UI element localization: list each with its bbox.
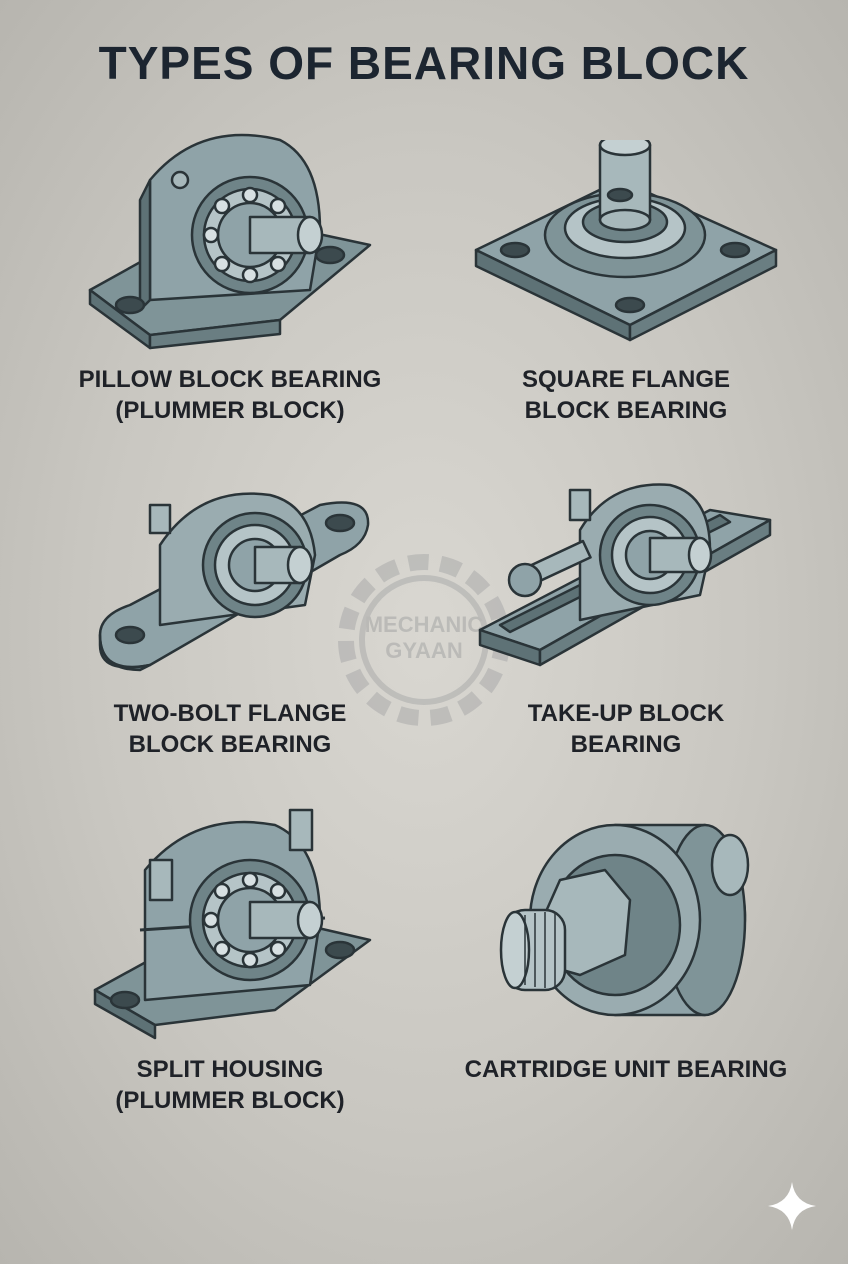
pillow-block-bearing-icon (88, 133, 372, 350)
two-bolt-flange-bearing-icon (98, 492, 370, 672)
sparkle-icon (768, 1182, 816, 1230)
split-housing-bearing-icon (93, 808, 372, 1040)
bearing-label: PILLOW BLOCK BEARING(PLUMMER BLOCK) (78, 366, 382, 424)
watermark-line2: GYAAN (385, 638, 463, 663)
square-flange-bearing-icon (474, 140, 778, 342)
take-up-block-bearing-icon (478, 483, 772, 667)
bearing-label: CARTRIDGE UNIT BEARING (464, 1056, 788, 1083)
cartridge-unit-bearing-icon (499, 823, 750, 1017)
page-title: TYPES OF BEARING BLOCK (98, 37, 750, 89)
watermark-line1: MECHANIC (364, 612, 484, 637)
bearing-label: SPLIT HOUSING(PLUMMER BLOCK) (115, 1056, 345, 1114)
